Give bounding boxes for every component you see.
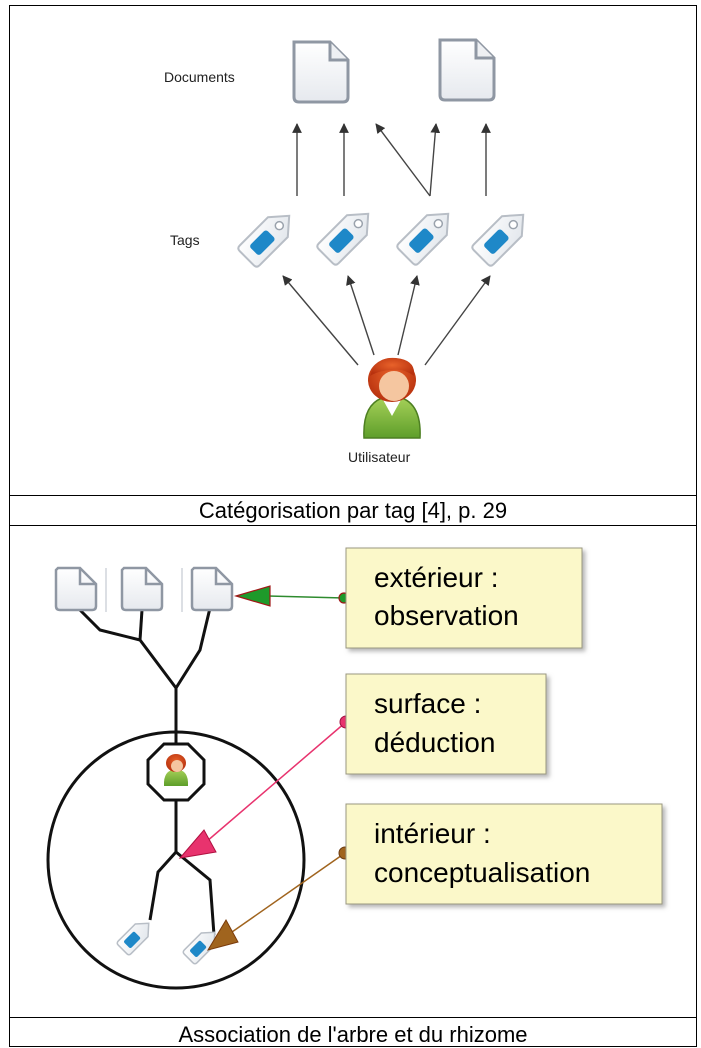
divider-middle <box>9 525 697 526</box>
document-icon <box>190 566 234 612</box>
note-surface: surface : déduction <box>345 673 547 775</box>
arrow-surface <box>178 715 353 859</box>
caption-top: Catégorisation par tag [4], p. 29 <box>198 498 508 523</box>
note-interior-line2: conceptualisation <box>374 857 590 888</box>
user-label: Utilisateur <box>348 449 411 465</box>
note-interior: intérieur : conceptualisation <box>345 803 663 905</box>
tags-label: Tags <box>170 232 200 248</box>
note-exterior: extérieur : observation <box>345 547 583 649</box>
note-exterior-line2: observation <box>374 600 519 631</box>
document-icon <box>120 566 164 612</box>
user-to-tag-arrows <box>282 275 491 366</box>
tag-icon <box>316 212 370 266</box>
divider-top <box>9 495 697 496</box>
tag-icon <box>182 931 216 965</box>
divider-bottom <box>9 1017 697 1018</box>
document-icon <box>292 40 350 104</box>
figure-frame <box>9 5 697 1047</box>
tag-icon <box>237 214 291 268</box>
note-exterior-line1: extérieur : <box>374 562 499 593</box>
note-interior-line1: intérieur : <box>374 818 491 849</box>
tag-icon <box>396 212 450 266</box>
note-surface-line1: surface : <box>374 688 481 719</box>
tree-branches <box>76 606 216 936</box>
tag-icon <box>471 213 525 267</box>
user-octagon <box>146 742 206 802</box>
caption-bottom: Association de l'arbre et du rhizome <box>178 1022 528 1047</box>
tag-to-document-arrows <box>292 123 491 197</box>
note-surface-line2: déduction <box>374 727 495 758</box>
rhizome-circle <box>46 730 306 990</box>
user-icon <box>363 357 421 439</box>
top-panel: Documents Tags Utilisateur <box>164 38 525 465</box>
user-icon <box>163 754 189 786</box>
arrow-exterior <box>233 585 350 607</box>
tag-icon <box>116 922 150 956</box>
bottom-panel: extérieur : observation surface : déduct… <box>46 547 663 990</box>
document-icon <box>54 566 98 612</box>
document-icon <box>438 38 496 102</box>
documents-label: Documents <box>164 69 235 85</box>
